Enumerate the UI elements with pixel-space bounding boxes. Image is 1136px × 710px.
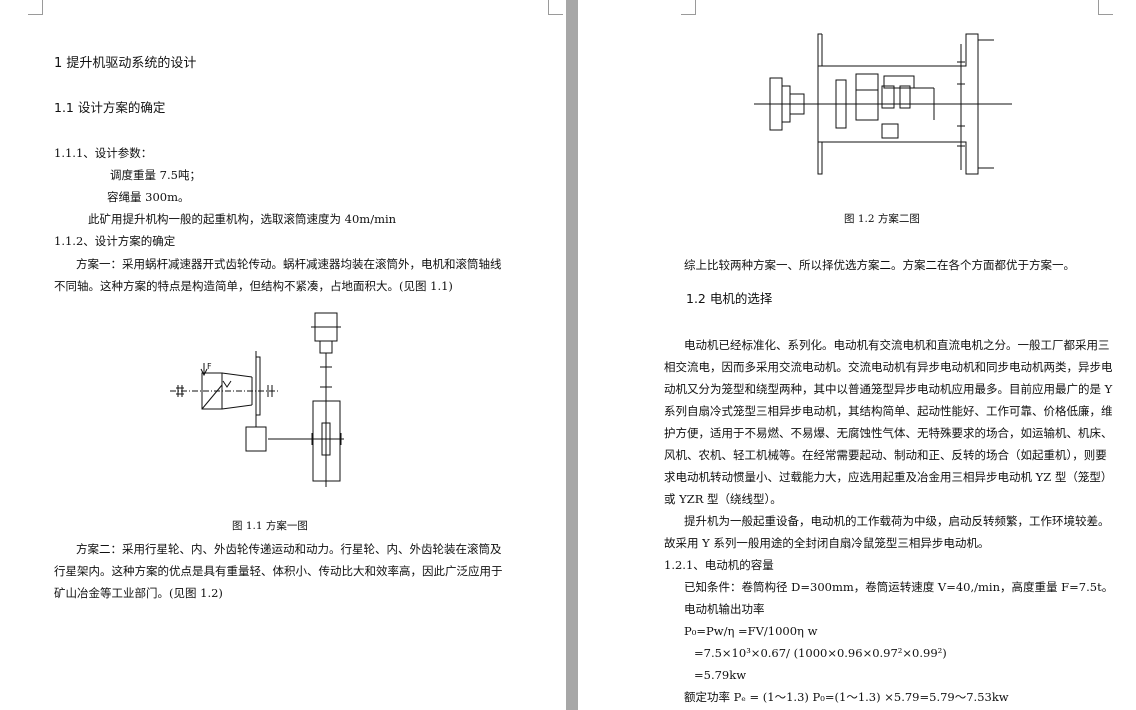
formula-line: 额定功率 Pₑ = (1～1.3) P₀=(1～1.3) ×5.79=5.79～… [684, 690, 1009, 704]
figure-label: F [207, 362, 212, 371]
paragraph-line: 方案一：采用蜗杆减速器开式齿轮传动。蜗杆减速器均装在滚筒外，电机和滚筒轴线 [76, 257, 502, 271]
chapter-title: 1 提升机驱动系统的设计 [54, 56, 197, 71]
crop-mark [1098, 0, 1113, 15]
crop-mark [28, 0, 43, 15]
paragraph-line: 系列自扇冷式笼型三相异步电动机，其结构简单、起动性能好、工作可靠、价格低廉，维 [664, 404, 1113, 418]
paragraph-line: 风机、农机、轻工机械等。在经常需要起动、制动和正、反转的场合（如起重机），则要 [664, 448, 1107, 462]
paragraph-line: 行星架内。这种方案的优点是具有重量轻、体积小、传动比大和效率高，因此广泛应用于 [54, 564, 503, 578]
paragraph-line: 求电动机转动惯量小、过载能力大，应选用起重及冶金用三相异步电动机 YZ 型（笼型… [664, 470, 1113, 484]
paragraph-line: 方案二：采用行星轮、内、外齿轮传递运动和动力。行星轮、内、外齿轮装在滚筒及 [76, 542, 502, 556]
paragraph-line: 故采用 Y 系列一般用途的全封闭自扇冷鼠笼型三相异步电动机。 [664, 536, 990, 550]
figure-1-1-diagram: F [170, 312, 344, 487]
paragraph-line: 综上比较两种方案一、所以择优选方案二。方案二在各个方面都优于方案一。 [684, 258, 1075, 272]
subsection-heading: 1.1.1、设计参数： [54, 146, 153, 160]
paragraph-line: 调度重量 7.5吨； [110, 168, 201, 182]
document-page-right: 图 1.2 方案二图 综上比较两种方案一、所以择优选方案二。方案二在各个方面都优… [578, 0, 1136, 710]
paragraph-line: 电动机输出功率 [684, 602, 765, 616]
paragraph-line: 电动机已经标准化、系列化。电动机有交流电机和直流电机之分。一般工厂都采用三 [684, 338, 1110, 352]
paragraph-line: 护方便，适用于不易燃、不易爆、无腐蚀性气体、无特殊要求的场合，如运输机、机床、 [664, 426, 1113, 440]
crop-mark [681, 0, 696, 15]
paragraph-line: 容绳量 300m。 [107, 190, 190, 204]
figure-1-2-diagram [754, 33, 1012, 175]
section-heading: 1.2 电机的选择 [686, 291, 773, 306]
paragraph-line: 矿山冶金等工业部门。(见图 1.2) [54, 586, 223, 600]
paragraph-line: 动机又分为笼型和绕型两种，其中以普通笼型异步电动机应用最多。目前应用最广的是 Y [664, 382, 1113, 396]
paragraph-line: 不同轴。这种方案的特点是构造简单，但结构不紧凑，占地面积大。(见图 1.1) [54, 279, 453, 293]
document-page-left: 1 提升机驱动系统的设计 1.1 设计方案的确定 1.1.1、设计参数： 调度重… [0, 0, 566, 710]
figure-caption: 图 1.1 方案一图 [232, 520, 308, 532]
paragraph-line: 已知条件：卷筒构径 D=300mm，卷筒运转速度 V=40,/min，高度重量 … [684, 580, 1114, 594]
page-separator [566, 0, 578, 710]
subsection-heading: 1.1.2、设计方案的确定 [54, 234, 176, 248]
crop-mark [548, 0, 563, 15]
formula-line: =5.79kw [694, 668, 747, 682]
paragraph-line: 此矿用提升机构一般的起重机构，选取滚筒速度为 40m/min [88, 212, 397, 226]
section-heading: 1.1 设计方案的确定 [54, 100, 166, 115]
paragraph-line: 或 YZR 型（绕线型）。 [664, 492, 782, 506]
paragraph-line: 提升机为一般起重设备，电动机的工作载荷为中级，启动反转频繁，工作环境较差。 [684, 514, 1110, 528]
subsection-heading: 1.2.1、电动机的容量 [664, 558, 774, 572]
figure-caption: 图 1.2 方案二图 [844, 213, 920, 225]
formula-line: P₀=Pw/η =FV/1000η w [684, 624, 818, 638]
paragraph-line: 相交流电，因而多采用交流电动机。交流电动机有异步电动机和同步电动机两类，异步电 [664, 360, 1113, 374]
formula-line: =7.5×10³×0.67/ (1000×0.96×0.97²×0.99²) [694, 646, 947, 660]
